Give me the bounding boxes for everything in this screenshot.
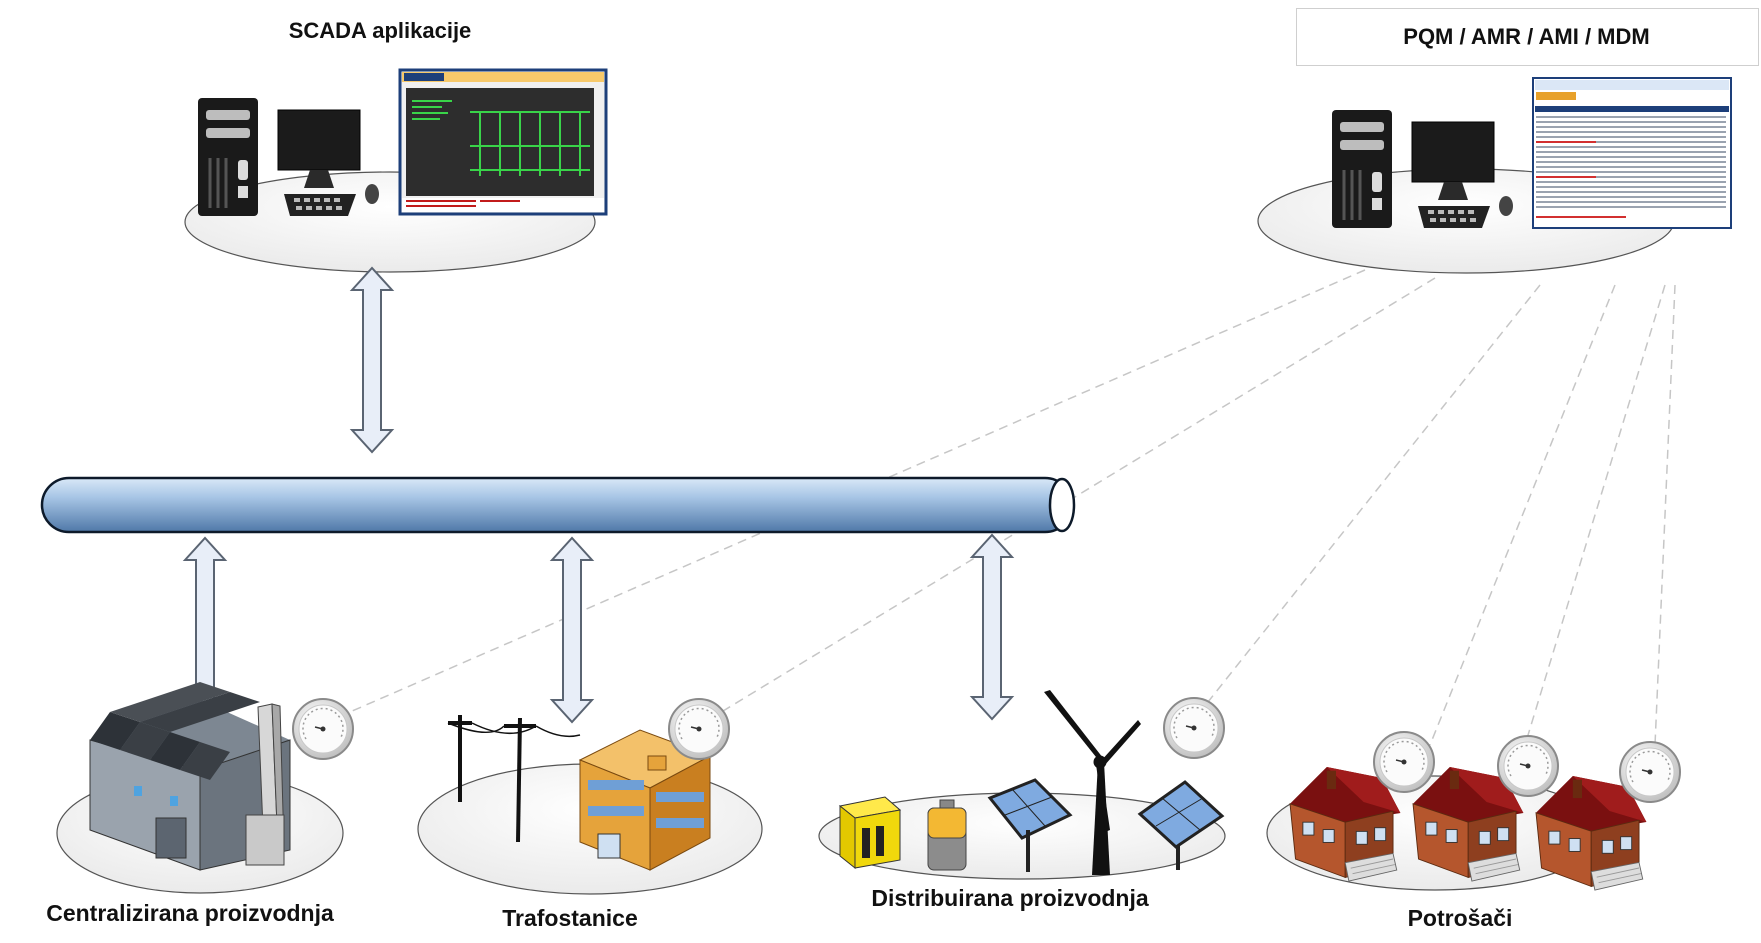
link-distrib: [1199, 284, 1541, 713]
scada-bus-arrow: [351, 267, 393, 453]
consumers-label: Potrošači: [1407, 905, 1513, 931]
factory-icon: [89, 682, 291, 871]
scada-screenshot: [398, 68, 608, 216]
central-meter-icon: [292, 698, 354, 760]
pqm-dashed-links: [319, 269, 1676, 746]
house3-meter-icon: [1619, 741, 1681, 803]
pqm-table-rows: [1536, 116, 1726, 208]
pqm-title: PQM / AMR / AMI / MDM: [1403, 24, 1650, 49]
pqm-station: [1257, 77, 1732, 274]
scada-title: SCADA aplikacije: [288, 18, 472, 43]
scada-station: [184, 68, 608, 273]
link-house2: [1524, 284, 1666, 746]
fuel-cell-icon: [838, 796, 902, 870]
power-pole-icon: [447, 715, 581, 843]
distributed-production: [818, 690, 1226, 880]
distrib-bus-arrow: [971, 534, 1013, 720]
substations: [417, 698, 763, 895]
solar-panel-icon-1: [987, 778, 1073, 872]
pqm-screenshot: [1532, 77, 1732, 229]
link-house1: [1429, 284, 1616, 746]
distrib-meter-icon: [1163, 697, 1225, 759]
pqm-title-box: [1296, 8, 1759, 66]
battery-icon: [927, 799, 967, 871]
consumers: [1266, 731, 1681, 891]
trafo-meter-icon: [668, 698, 730, 760]
link-house3: [1654, 284, 1676, 746]
distributed-production-label: Distribuirana proizvodnja: [871, 885, 1149, 911]
central-production: [56, 682, 354, 894]
central-production-label: Centralizirana proizvodnja: [46, 900, 334, 926]
wind-turbine-icon: [1044, 690, 1141, 875]
trafo-bus-arrow: [551, 537, 593, 723]
house2-meter-icon: [1497, 735, 1559, 797]
solar-panel-icon-2: [1137, 780, 1225, 870]
scada-computer-icon: [196, 96, 381, 218]
communication-bus: [40, 476, 1076, 534]
link-central: [319, 269, 1366, 726]
substations-label: Trafostanice: [502, 905, 638, 931]
house1-meter-icon: [1373, 731, 1435, 793]
link-trafo: [699, 277, 1436, 726]
pqm-computer-icon: [1330, 108, 1515, 230]
